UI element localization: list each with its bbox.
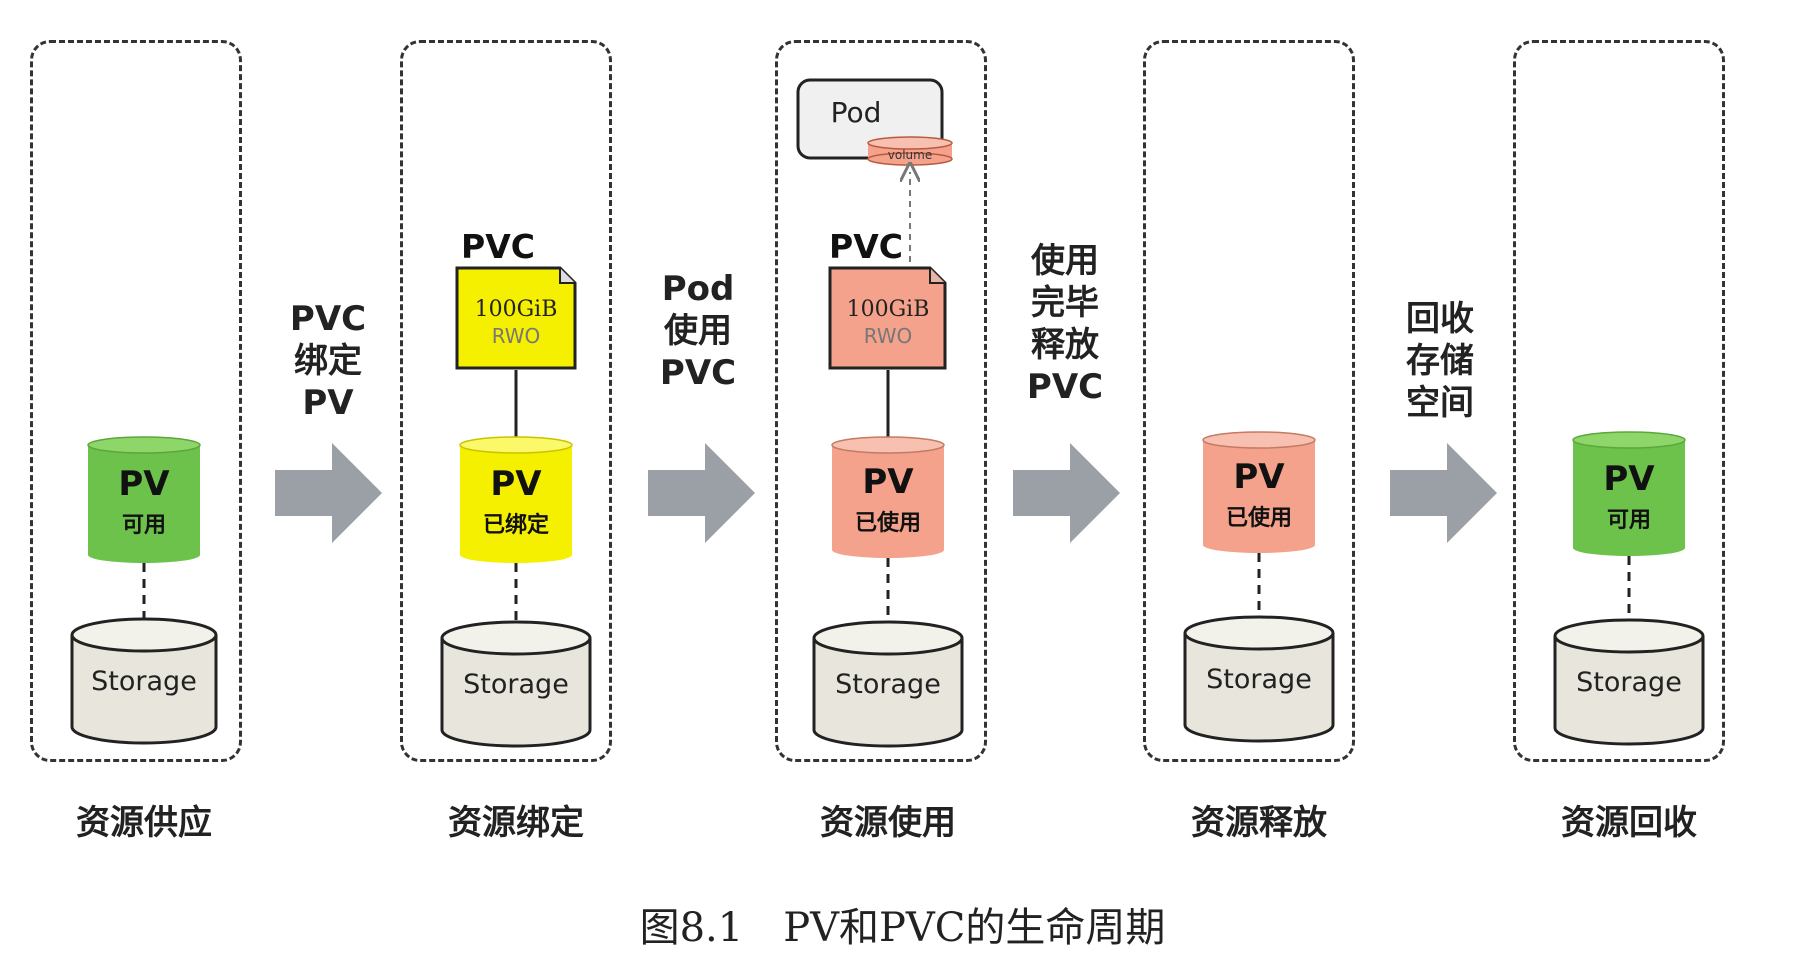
pod-title: Pod [831,96,882,129]
stage-panel-provision [30,40,242,762]
pv-status: 可用 [1607,508,1651,533]
pv-title: PV [862,462,914,502]
stage-panel-reclaim [1513,40,1725,762]
pv-cylinder: PV 已使用 [1202,431,1316,553]
storage-cylinder: Storage [812,620,964,748]
transition-arrow [1390,443,1497,543]
storage-cylinder: Storage [440,620,592,748]
pvc-title: PVC [829,227,903,266]
storage-label: Storage [91,666,197,697]
stage-panel-using [775,40,987,762]
transition-arrow [648,443,755,543]
pv-status: 可用 [122,513,166,538]
transition-line: PV [302,383,354,423]
pv-title: PV [1603,459,1655,499]
figure-caption: 图8.1 PV和PVC的生命周期 [639,905,1166,951]
transition-arrow [1013,443,1120,543]
pv-cylinder: PV 已绑定 [459,436,573,563]
pv-cylinder: PV 已使用 [831,436,945,558]
transition-line: 使用 [664,311,732,351]
pvc-size: 100GiB [475,297,558,322]
stage1-group: PV 可用 Storage [70,436,218,745]
stage-label-provision: 资源供应 [76,803,212,843]
stage5-group: PV 可用 Storage [1553,431,1705,746]
transition-line: 完毕 [1031,283,1099,323]
storage-label: Storage [1206,664,1312,695]
stage2-group: PVC 100GiB RWO PV 已绑定 Storage [440,227,592,748]
stage-label-using: 资源使用 [820,803,956,843]
pv-status: 已使用 [855,511,921,536]
transition-text-reclaim: 回收 存储 空间 [1380,298,1500,424]
transition-line: 存储 [1406,341,1474,381]
pv-status: 已绑定 [483,512,549,538]
transition-line: 释放 [1031,325,1099,365]
stage-panel-binding [400,40,612,762]
pv-cylinder: PV 可用 [87,436,201,563]
stage3-group: Pod volume PVC 100GiB RWO PV [796,78,964,748]
pvc-mode: RWO [864,324,913,348]
transition-text-use: Pod 使用 PVC [638,268,758,394]
transition-line: 回收 [1406,299,1474,339]
stage-panel-release [1143,40,1355,762]
storage-cylinder: Storage [1553,618,1705,746]
pvc-document: 100GiB RWO [455,266,577,370]
stage4-group: PV 已使用 Storage [1183,431,1335,743]
pv-status: 已使用 [1226,506,1292,531]
storage-label: Storage [463,669,569,700]
transition-text-release: 使用 完毕 释放 PVC [1005,240,1125,408]
pv-title: PV [118,464,170,504]
pvc-document: 100GiB RWO [828,266,947,370]
pvc-title: PVC [461,227,535,266]
transition-line: PVC [289,299,367,339]
pv-cylinder: PV 可用 [1572,431,1686,556]
transition-line: PVC [1026,367,1104,407]
transition-text-bind: PVC 绑定 PV [268,298,388,424]
transition-line: Pod [661,269,735,309]
pv-title: PV [1233,457,1285,497]
storage-cylinder: Storage [70,617,218,745]
transition-line: 空间 [1406,383,1474,423]
storage-label: Storage [1576,667,1682,698]
transition-arrow [275,443,382,543]
pvc-size: 100GiB [847,297,930,322]
volume-cylinder: volume [867,136,953,166]
stage-label-reclaim: 资源回收 [1561,803,1697,843]
storage-label: Storage [835,669,941,700]
stage-label-binding: 资源绑定 [448,803,584,843]
stage-label-release: 资源释放 [1191,803,1327,843]
pv-title: PV [490,464,542,504]
transition-line: PVC [659,353,737,393]
transition-line: 使用 [1031,241,1099,281]
volume-label: volume [888,148,932,162]
pvc-mode: RWO [492,324,541,348]
storage-cylinder: Storage [1183,615,1335,743]
transition-line: 绑定 [294,341,362,381]
